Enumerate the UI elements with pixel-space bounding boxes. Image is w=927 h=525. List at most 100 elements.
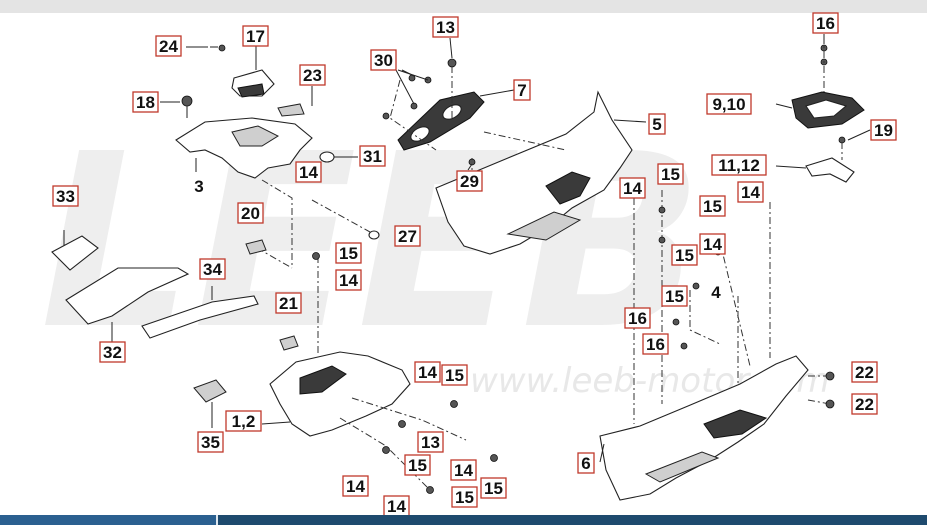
part-35-pad <box>193 379 227 428</box>
part-label-text: 22 <box>855 363 874 382</box>
part-label-box <box>342 475 369 497</box>
part-label-32: 32 <box>99 341 126 363</box>
part-label-20: 20 <box>237 202 264 224</box>
part-label-text: 30 <box>374 51 393 70</box>
part-7-inner-rack-cover <box>397 89 515 151</box>
part-label-text: 15 <box>665 287 684 306</box>
part-label-30: 30 <box>370 49 397 71</box>
part-label-box <box>648 113 666 135</box>
part-label-box <box>242 25 269 47</box>
part-label-14a: 14 <box>295 161 322 183</box>
part-label-text: 15 <box>661 165 680 184</box>
part-label-15c: 15 <box>404 454 431 476</box>
bottom-bar <box>218 515 927 525</box>
part-label-text: 15 <box>703 197 722 216</box>
part-label-15b: 15 <box>441 364 468 386</box>
part-label-16c: 16 <box>642 333 669 355</box>
part-label-box <box>99 341 126 363</box>
part-label-text: 14 <box>623 179 642 198</box>
part-label-text: 5 <box>652 115 661 134</box>
label-leaders <box>160 34 871 463</box>
part-24-bolt <box>210 44 226 52</box>
part-label-text: 34 <box>203 260 222 279</box>
part-label-text: 31 <box>363 147 382 166</box>
part-label-box <box>456 170 483 192</box>
part-label-box <box>335 269 362 291</box>
part-label-14c: 14 <box>414 361 441 383</box>
part-label-box <box>699 233 726 255</box>
part-label-box <box>295 161 322 183</box>
part-label-box <box>417 431 444 453</box>
part-label-text: 13 <box>421 433 440 452</box>
part-27-nut <box>368 230 380 240</box>
part-label-text: 15 <box>455 488 474 507</box>
dash-lines-left-upper <box>256 179 371 269</box>
part-label-15a: 15 <box>335 242 362 264</box>
part-label-box <box>737 181 764 203</box>
part-label-35: 35 <box>197 431 224 453</box>
part-21-clip <box>279 335 299 351</box>
part-label-18: 18 <box>132 91 159 113</box>
part-label-box <box>619 177 646 199</box>
part-label-box <box>642 333 669 355</box>
part-label-22b: 22 <box>851 393 878 415</box>
part-18-screw <box>181 95 193 118</box>
part-label-box <box>432 16 459 38</box>
part-label-text: 15 <box>408 456 427 475</box>
part-label-text: 11,12 <box>718 156 760 175</box>
part-label-14g: 14 <box>619 177 646 199</box>
part-label-text: 6 <box>581 454 590 473</box>
part-label-box <box>624 307 651 329</box>
part-17-rubber-cap <box>231 69 275 98</box>
part-label-box <box>441 364 468 386</box>
part-label-14j: 4 <box>711 283 721 302</box>
part-label-text: 21 <box>279 294 298 313</box>
part-label-17: 17 <box>242 25 269 47</box>
part-label-box <box>851 361 878 383</box>
part-label-27: 27 <box>394 225 421 247</box>
part-label-15d: 15 <box>480 477 507 499</box>
part-label-box <box>451 486 478 508</box>
part-label-9-10: 9,10 <box>706 93 752 115</box>
part-label-34: 34 <box>199 258 226 280</box>
part-label-text: 32 <box>103 343 122 362</box>
part-label-box <box>199 258 226 280</box>
part-33-mat <box>51 230 99 271</box>
part-label-15f: 15 <box>657 163 684 185</box>
part-label-14f: 14 <box>383 495 410 517</box>
part-label-text: 14 <box>418 363 437 382</box>
part-label-box <box>480 477 507 499</box>
part-20-pad <box>245 239 267 255</box>
part-label-text: 16 <box>816 14 835 33</box>
part-label-text: 20 <box>241 204 260 223</box>
part-label-box <box>394 225 421 247</box>
part-label-box <box>513 79 531 101</box>
part-label-box <box>699 195 726 217</box>
part-label-13a: 13 <box>432 16 459 38</box>
part-label-box <box>225 410 262 432</box>
part-label-31: 31 <box>359 145 386 167</box>
part-label-text: 15 <box>445 366 464 385</box>
part-label-14d: 14 <box>450 459 477 481</box>
part-label-15e: 15 <box>451 486 478 508</box>
part-label-text: 4 <box>711 283 721 302</box>
part-label-text: 15 <box>339 244 358 263</box>
part-3-front-upper-cover <box>175 117 313 179</box>
part-label-text: 14 <box>387 497 406 516</box>
part-label-text: 14 <box>339 271 358 290</box>
part-label-16b: 16 <box>624 307 651 329</box>
part-label-text: 3 <box>194 177 203 196</box>
part-label-box <box>155 35 182 57</box>
part-31-grommet <box>319 151 358 163</box>
part-label-box <box>706 93 752 115</box>
part-label-text: 27 <box>398 227 417 246</box>
part-label-23: 23 <box>299 64 326 86</box>
part-label-14h: 14 <box>737 181 764 203</box>
part-label-text: 22 <box>855 395 874 414</box>
part-34-strip <box>141 286 259 339</box>
part-label-text: 14 <box>299 163 318 182</box>
part-label-text: 16 <box>628 309 647 328</box>
part-label-box <box>197 431 224 453</box>
part-label-text: 29 <box>460 172 479 191</box>
